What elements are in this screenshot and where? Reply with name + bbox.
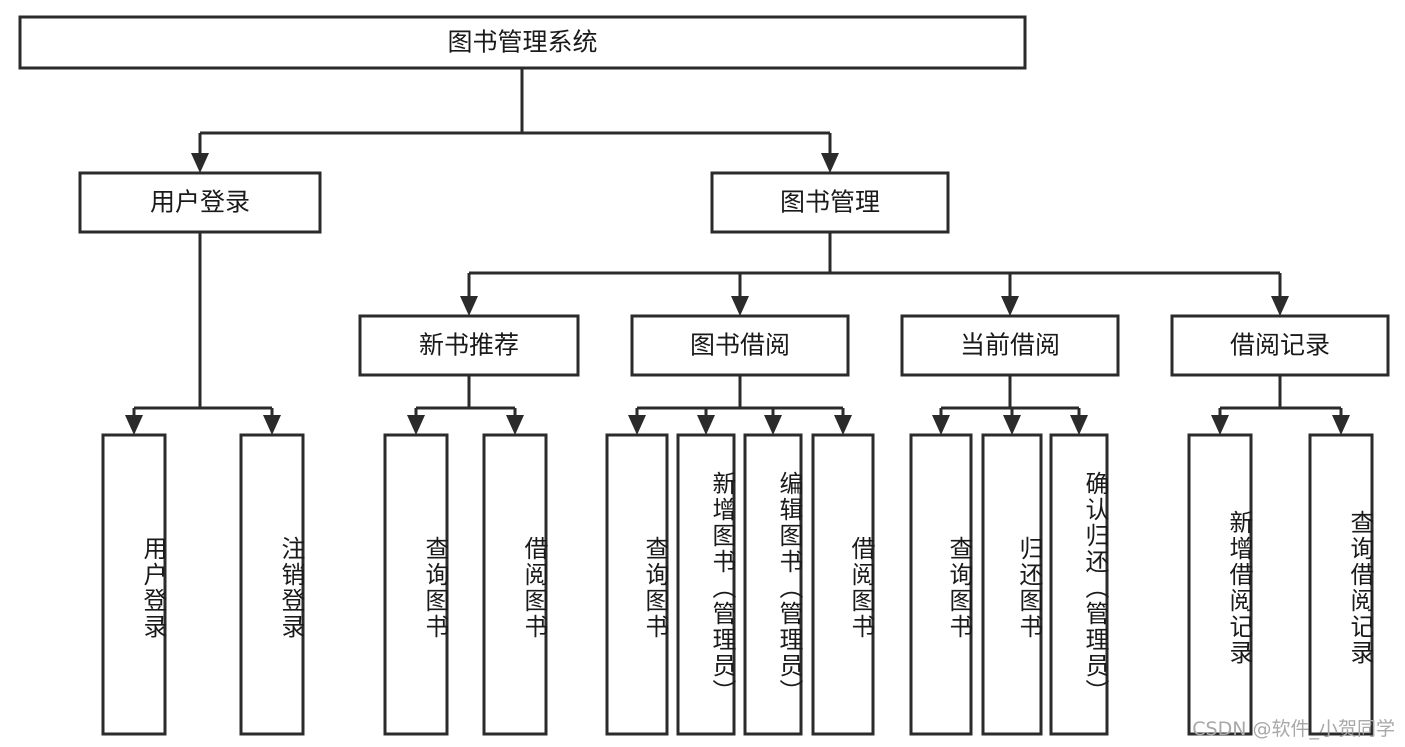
node-box-leaf-borrow-book-2[interactable] (811, 433, 875, 736)
arrow-head-icon (506, 415, 524, 435)
node-box-current-borrow[interactable] (900, 314, 1120, 377)
arrow-head-icon (191, 153, 209, 173)
arrow-head-icon (932, 415, 950, 435)
node-box-leaf-logout-login[interactable] (239, 433, 305, 736)
node-box-leaf-return-book[interactable] (981, 433, 1043, 736)
arrow-head-icon (1332, 415, 1350, 435)
arrow-head-icon (1070, 415, 1088, 435)
arrow-head-icon (263, 415, 281, 435)
node-box-leaf-query-book-2[interactable] (605, 433, 669, 736)
node-box-leaf-add-borrow-record[interactable] (1187, 433, 1253, 736)
node-box-leaf-query-borrow-record[interactable] (1308, 433, 1374, 736)
node-box-leaf-user-login[interactable] (101, 433, 167, 736)
arrow-head-icon (125, 415, 143, 435)
node-label-current-borrow: 当前借阅 (960, 331, 1060, 360)
watermark-text: CSDN @软件_小贺同学 (1192, 718, 1395, 740)
node-box-root[interactable] (18, 15, 1027, 70)
node-box-leaf-borrow-book-1[interactable] (482, 433, 548, 736)
arrow-head-icon (1001, 296, 1019, 316)
node-label-book-manage: 图书管理 (780, 188, 880, 217)
arrow-head-icon (628, 415, 646, 435)
arrow-head-icon (1211, 415, 1229, 435)
arrow-head-icon (460, 296, 478, 316)
node-label-new-book-recommend: 新书推荐 (419, 331, 519, 360)
arrow-head-icon (821, 153, 839, 173)
arrow-head-icon (1003, 415, 1021, 435)
arrow-head-icon (407, 415, 425, 435)
node-label-book-borrow: 图书借阅 (690, 331, 790, 360)
arrow-head-icon (697, 415, 715, 435)
node-label-borrow-record: 借阅记录 (1230, 331, 1330, 360)
connector-lines (125, 68, 1350, 435)
node-box-leaf-edit-book-admin[interactable] (743, 433, 803, 736)
node-box-leaf-query-book-3[interactable] (909, 433, 973, 736)
arrow-head-icon (834, 415, 852, 435)
node-box-leaf-query-book-1[interactable] (383, 433, 449, 736)
node-box-book-borrow[interactable] (630, 314, 850, 377)
node-box-user-login[interactable] (78, 171, 322, 234)
node-box-book-manage[interactable] (710, 171, 950, 234)
arrow-head-icon (731, 296, 749, 316)
node-boxes (18, 15, 1390, 736)
node-label-root: 图书管理系统 (447, 28, 597, 57)
arrow-head-icon (764, 415, 782, 435)
node-label-user-login: 用户登录 (150, 188, 250, 217)
node-box-borrow-record[interactable] (1170, 314, 1390, 377)
arrow-head-icon (1271, 296, 1289, 316)
node-box-leaf-confirm-return-admin[interactable] (1049, 433, 1109, 736)
node-box-leaf-add-book-admin[interactable] (676, 433, 736, 736)
node-box-new-book-recommend[interactable] (358, 314, 580, 377)
